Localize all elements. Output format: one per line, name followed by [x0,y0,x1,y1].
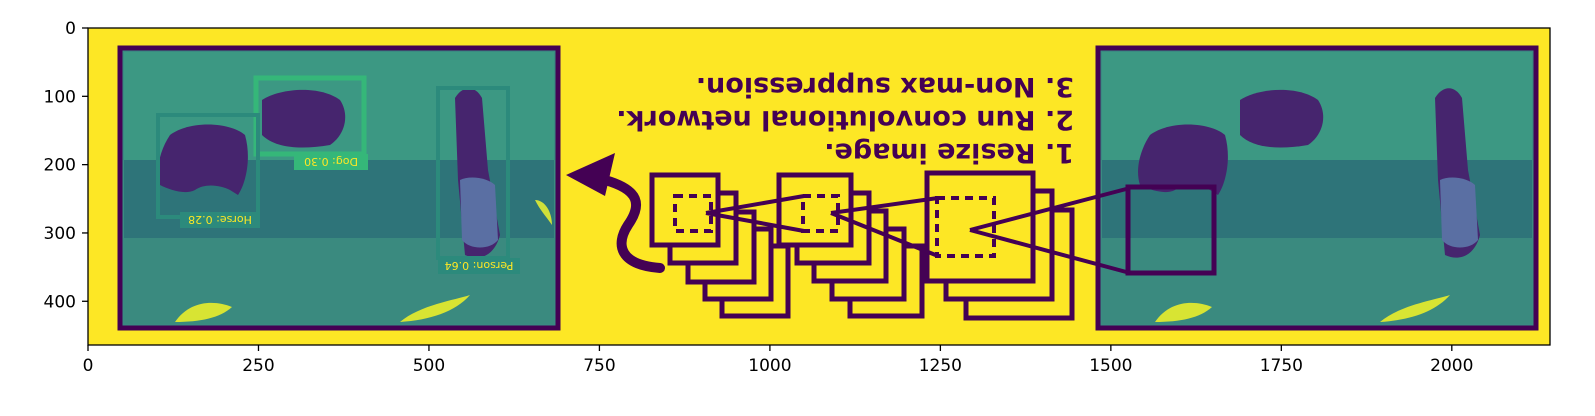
connector-1b [705,211,805,233]
step-1: 1. Resize image. [824,137,1074,168]
detection-label-dog: Dog: 0.30 [304,155,358,168]
horse-silhouette [158,124,248,195]
connector-3b [969,228,1131,275]
x-tick-label: 750 [583,356,615,376]
x-tick-label: 1500 [1089,356,1132,376]
y-tick-label: 400 [44,292,76,312]
axes-frame [87,27,1551,346]
layer-stack-3 [924,170,1075,321]
connector-2b [830,211,939,258]
y-tick-label: 200 [44,156,76,176]
output-image: Dog: 0.30 Horse: 0.28 Person: 0.64 [117,45,561,331]
detection-label-person: Person: 0.64 [445,259,514,272]
y-tick-label: 100 [44,87,76,107]
output-arrow [566,153,665,273]
dog-silhouette [262,89,346,148]
x-tick-label: 0 [83,356,94,376]
sliding-window [1125,184,1217,276]
y-axis: 0 100 200 300 400 [44,19,88,312]
layer-stack-1 [649,172,791,319]
x-tick-label: 1000 [748,356,791,376]
x-axis: 0 250 500 750 1000 1250 1500 1750 2000 [83,345,1473,376]
cnn-diagram [649,170,1075,321]
x-tick-label: 250 [242,356,274,376]
receptive-field-2 [801,194,840,233]
detection-label-bg-dog [294,154,368,170]
y-tick-label: 300 [44,224,76,244]
step-3: 3. Non-max suppression. [696,71,1074,102]
detection-label-horse: Horse: 0.28 [188,213,252,226]
detection-label-bg-horse [180,212,260,228]
connector-2a [830,196,939,215]
detection-label-bg-person [438,258,520,274]
step-2: 2. Run convolutional network. [616,104,1074,135]
input-image-frame [1095,45,1539,331]
receptive-field-1 [673,194,713,233]
x-tick-label: 1250 [919,356,962,376]
input-image [1095,45,1539,331]
connector-3a [969,186,1131,232]
x-tick-label: 1750 [1260,356,1303,376]
receptive-field-3 [935,196,996,258]
connector-1a [705,194,805,215]
x-tick-label: 2000 [1430,356,1473,376]
patch-bright [175,302,232,322]
x-tick-label: 500 [413,356,445,376]
step-list: 1. Resize image. 2. Run convolutional ne… [616,71,1074,168]
output-image-frame [117,45,561,331]
y-tick-label: 0 [65,19,76,39]
